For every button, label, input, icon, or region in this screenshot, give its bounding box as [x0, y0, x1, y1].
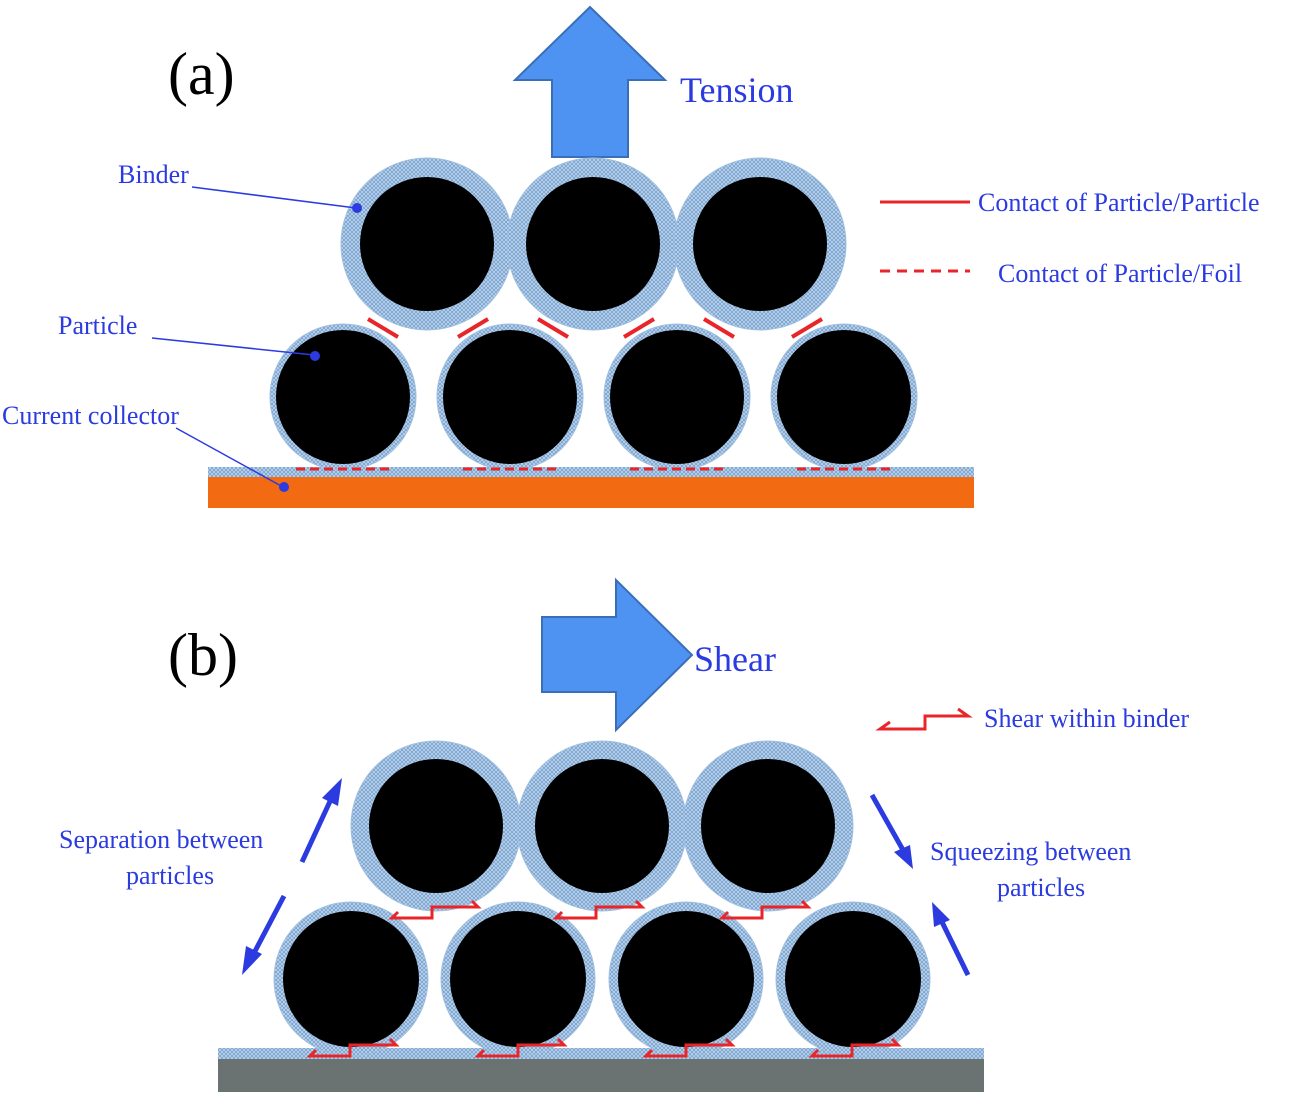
particle-b-bottom-1 — [273, 901, 429, 1057]
contact-particle-particle-2 — [456, 317, 490, 339]
shear-contact-row-3 — [718, 899, 812, 920]
particle-stack-a — [269, 157, 918, 471]
squeezing-arrows — [869, 793, 971, 977]
shear-contact-row-1 — [388, 899, 482, 920]
contact-particle-particle-5 — [702, 317, 736, 339]
particle-a-bottom-4 — [770, 323, 918, 471]
particle-callout-line — [151, 337, 315, 356]
particle-a-top-1 — [340, 157, 514, 331]
legend-particle-foil-label: Contact of Particle/Foil — [998, 259, 1242, 288]
shear-contact-foil-1 — [306, 1037, 400, 1058]
separation-arrows — [242, 778, 342, 975]
contact-particle-particle-1 — [366, 317, 400, 339]
legend-shear-label: Shear within binder — [984, 704, 1189, 733]
particle-core — [526, 177, 660, 311]
contact-particle-particle-6 — [790, 317, 824, 339]
binder-layer-b — [218, 1048, 984, 1059]
particle-a-bottom-2 — [436, 323, 584, 471]
binder-callout-label: Binder — [118, 160, 189, 189]
particle-core — [777, 330, 911, 464]
particle-core — [785, 911, 921, 1047]
current-collector-callout-dot — [279, 482, 289, 492]
particle-callout-dot — [310, 351, 320, 361]
shear-contact-foil-2 — [474, 1037, 568, 1058]
contact-particle-particle-3 — [536, 317, 570, 339]
particle-core — [450, 911, 586, 1047]
particle-core — [693, 177, 827, 311]
shear-label: Shear — [694, 639, 776, 679]
particle-callout-label: Particle — [58, 311, 137, 340]
particle-stack-b — [273, 740, 931, 1058]
shear-arrow — [541, 577, 694, 733]
particle-core — [369, 759, 503, 893]
separation-label-line1: Separation between — [59, 825, 263, 854]
current-collector-callout-label: Current collector — [2, 401, 179, 430]
particle-core — [610, 330, 744, 464]
particle-a-top-3 — [673, 157, 847, 331]
substrate-b — [218, 1059, 984, 1092]
tension-label: Tension — [680, 70, 793, 110]
binder-callout-dot — [352, 203, 362, 213]
particle-core — [618, 911, 754, 1047]
shear-contact-foil-3 — [642, 1037, 736, 1058]
contact-particle-particle-4 — [622, 317, 656, 339]
particle-a-top-2 — [506, 157, 680, 331]
particle-b-bottom-4 — [775, 901, 931, 1057]
panel-a-letter: (a) — [168, 41, 235, 107]
particle-core — [276, 330, 410, 464]
particle-b-top-2 — [516, 740, 688, 912]
particle-core — [360, 177, 494, 311]
particle-a-bottom-1 — [269, 323, 417, 471]
panel-a: (a) Tension Binder Particle Current coll… — [2, 5, 1260, 508]
squeezing-label-line1: Squeezing between — [930, 837, 1131, 866]
shear-contact-foil-4 — [808, 1037, 902, 1058]
current-collector-callout-line — [175, 427, 284, 488]
separation-label-line2: particles — [126, 861, 214, 890]
panel-b-letter: (b) — [168, 622, 238, 688]
legend-particle-particle-label: Contact of Particle/Particle — [978, 188, 1260, 217]
particle-core — [535, 759, 669, 893]
shear-contact-row-2 — [552, 899, 646, 920]
particle-core — [443, 330, 577, 464]
binder-callout-line — [191, 186, 357, 209]
tension-arrow — [512, 5, 668, 158]
particle-core — [701, 759, 835, 893]
particle-b-top-3 — [682, 740, 854, 912]
particle-b-bottom-3 — [608, 901, 764, 1057]
particle-core — [283, 911, 419, 1047]
binder-layer-a — [208, 467, 974, 477]
legend-shear-symbol — [875, 707, 973, 731]
panel-b: (b) Shear Shear within binder Separation… — [59, 577, 1189, 1092]
particle-a-bottom-3 — [603, 323, 751, 471]
current-collector-foil — [208, 477, 974, 508]
particle-b-bottom-2 — [440, 901, 596, 1057]
squeezing-label-line2: particles — [997, 873, 1085, 902]
particle-b-top-1 — [350, 740, 522, 912]
